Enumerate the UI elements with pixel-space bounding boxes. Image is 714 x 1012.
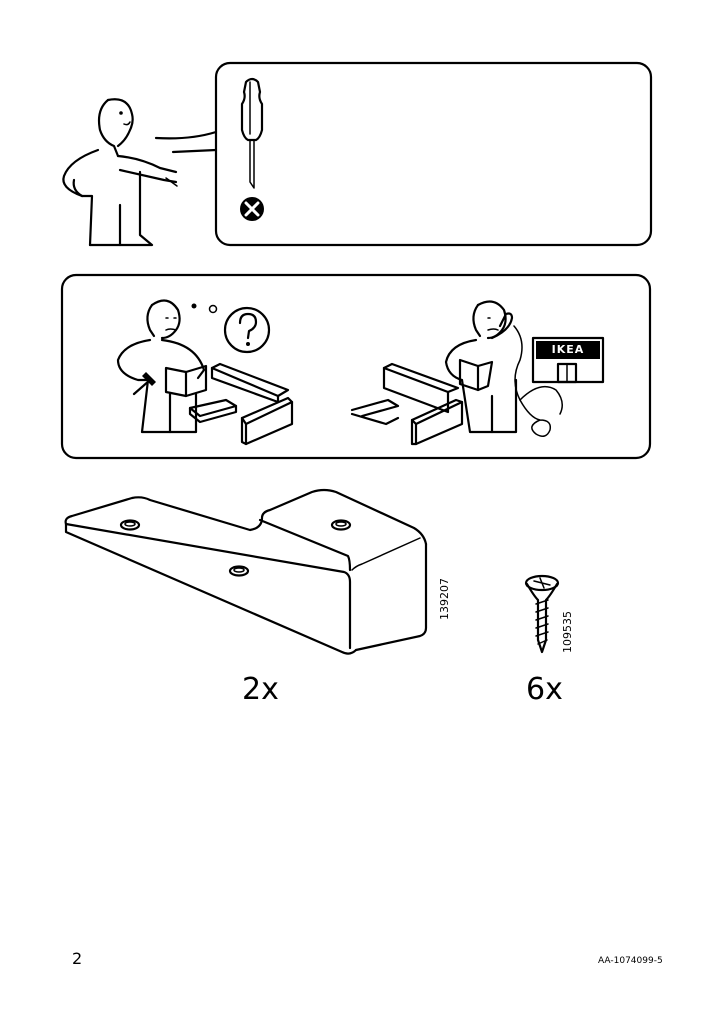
not-allowed-icon (240, 197, 264, 221)
quantity-bracket: 2x (242, 672, 279, 707)
part-number-bracket: 139207 (438, 578, 451, 620)
help-box (60, 273, 652, 460)
phone-man-icon (444, 300, 563, 437)
unassembled-parts-icon (188, 362, 294, 446)
question-mark-icon (223, 306, 271, 354)
tools-speech-box (214, 61, 653, 247)
part-number-screw: 109535 (561, 611, 574, 653)
man-figure-icon (62, 98, 178, 247)
page-number: 2 (72, 949, 83, 968)
document-id: AA-1074099-5 (598, 956, 663, 966)
quantity-screw: 6x (526, 672, 563, 707)
assembled-parts-icon (350, 362, 464, 446)
screwdriver-icon (240, 77, 264, 189)
ikea-store-icon (531, 336, 605, 384)
store-sign-label: IKEA (551, 343, 585, 356)
